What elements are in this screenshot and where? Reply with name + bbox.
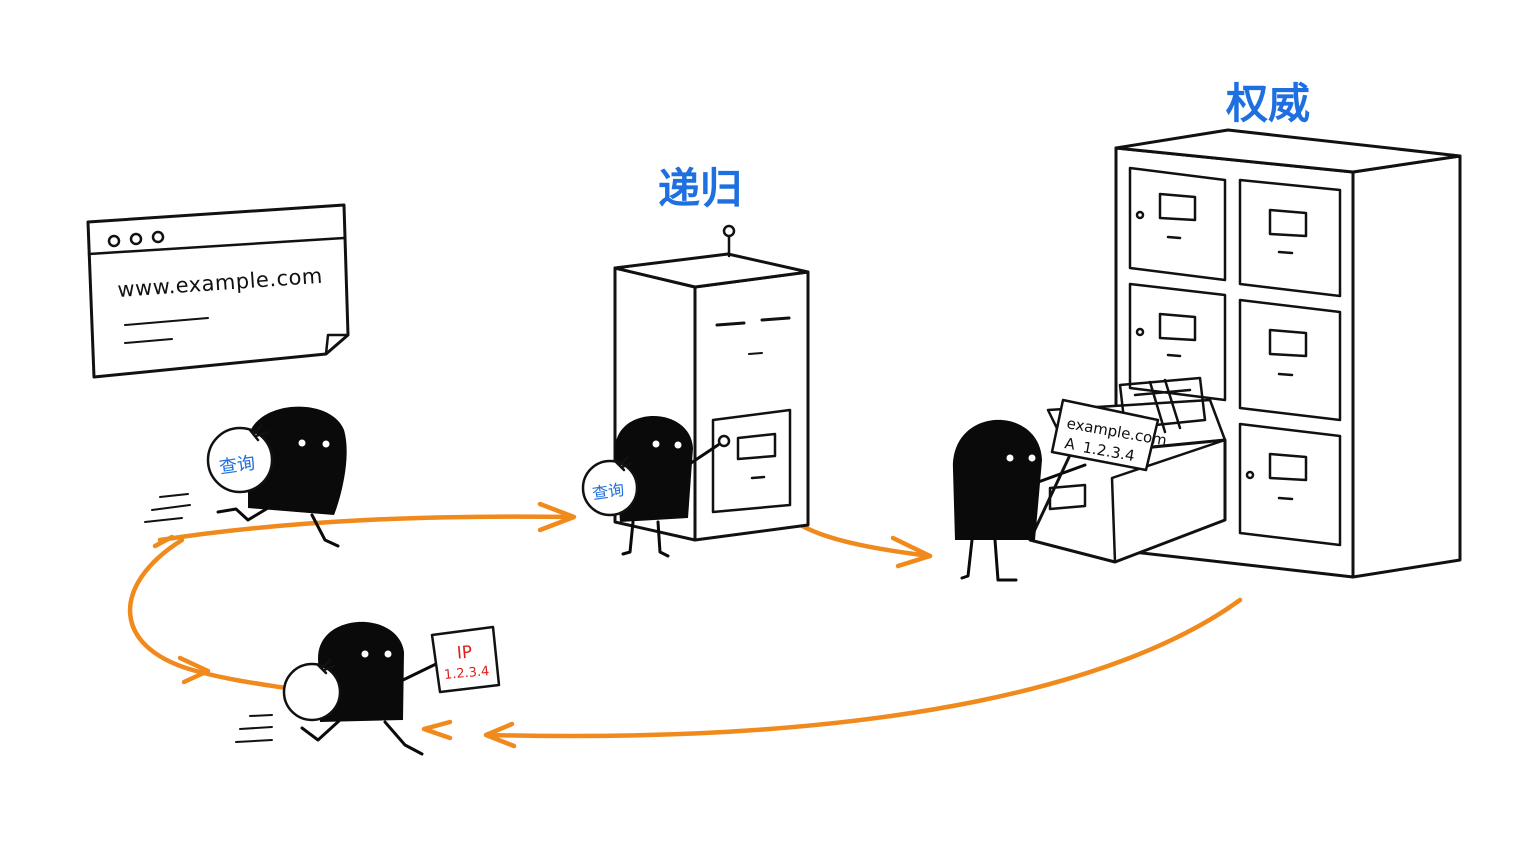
window-dot-icon	[129, 232, 143, 246]
keyhole-icon	[1135, 210, 1145, 220]
server-eye	[715, 321, 746, 327]
ip-answer-card: IP 1.2.3.4	[430, 625, 501, 694]
query-bag: 查询	[206, 423, 274, 494]
server-drawer	[711, 408, 792, 514]
window-dot-icon	[151, 230, 165, 244]
window-dot-icon	[107, 234, 121, 248]
authoritative-cabinet: example.com A 1.2.3.4	[1028, 128, 1462, 579]
answer-title: IP	[456, 642, 473, 663]
browser-window: www.example.com	[86, 203, 350, 379]
client-at-recursive: 查询	[581, 415, 720, 558]
server-eye	[760, 316, 791, 322]
record-type: A	[1063, 434, 1077, 454]
label-recursive: 递归	[658, 164, 742, 213]
query-bag-label: 查询	[591, 480, 625, 503]
keyhole-icon	[1245, 470, 1255, 480]
runner-with-query: 查询	[144, 406, 347, 548]
keyhole-icon	[717, 434, 731, 448]
arrow-return-loop	[128, 537, 289, 691]
runner-with-answer: IP 1.2.3.4	[235, 621, 501, 756]
answer-value: 1.2.3.4	[443, 664, 490, 683]
arrow-to-recursive	[157, 514, 575, 543]
arrow-answer-return	[485, 597, 1243, 739]
query-bag: 查询	[581, 455, 639, 517]
dns-record-card: example.com A 1.2.3.4	[1050, 398, 1168, 472]
drawer-front	[1028, 438, 1227, 564]
resolver-at-authoritative	[952, 419, 1087, 582]
empty-bag	[282, 658, 342, 722]
query-bag-label: 查询	[218, 453, 257, 479]
keyhole-icon	[1135, 327, 1145, 337]
antenna-icon	[722, 224, 736, 238]
label-authoritative: 权威	[1225, 79, 1310, 128]
